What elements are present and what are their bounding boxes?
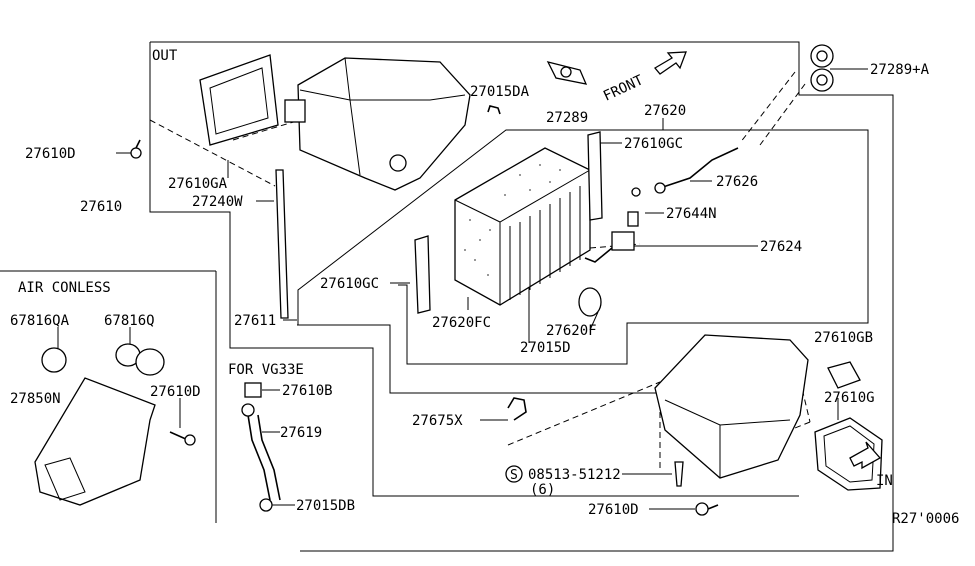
nut-27610b: [244, 382, 262, 398]
label-27610gc-top: 27610GC: [624, 136, 683, 152]
label-27624: 27624: [760, 239, 802, 255]
labels: OUT 27289+A 27015DA 27289 FRONT 27620 27…: [10, 48, 959, 527]
pipe-27626: [631, 147, 739, 197]
label-air-conless: AIR CONLESS: [18, 280, 111, 296]
label-27015d: 27015D: [520, 340, 571, 356]
label-27850n: 27850N: [10, 391, 61, 407]
label-27610gb: 27610GB: [814, 330, 873, 346]
label-27610gc-mid: 27610GC: [320, 276, 379, 292]
frame-lines: [0, 41, 894, 552]
label-out: OUT: [152, 48, 178, 64]
duct-27850n: [34, 377, 156, 506]
grommet-27289: [546, 61, 588, 85]
label-27610: 27610: [80, 199, 122, 215]
label-27619: 27619: [280, 425, 322, 441]
screw-27610d-left: [169, 431, 196, 446]
label-27620f: 27620F: [546, 323, 597, 339]
label-27610g: 27610G: [824, 390, 875, 406]
seal-strip-27240w: [275, 169, 289, 319]
label-67816q: 67816Q: [104, 313, 155, 329]
expansion-valve-27624: [584, 231, 635, 263]
label-bolt-qty: (6): [530, 482, 555, 498]
clip-27015db: [259, 498, 273, 512]
label-27620: 27620: [644, 103, 686, 119]
label-27626: 27626: [716, 174, 758, 190]
filter-27620f: [578, 287, 602, 317]
label-27610ga: 27610GA: [168, 176, 228, 192]
clip-27675x: [507, 397, 527, 421]
label-27289a: 27289+A: [870, 62, 930, 78]
grommets-27289a: [810, 44, 834, 92]
hose-27619: [241, 403, 281, 501]
cap-67816qa: [41, 347, 67, 373]
label-27610d-bottom: 27610D: [588, 502, 639, 518]
clip-27015da: [487, 105, 501, 115]
pad-27610gb: [827, 361, 861, 389]
label-27240w: 27240W: [192, 194, 243, 210]
label-27289: 27289: [546, 110, 588, 126]
label-front: FRONT: [601, 72, 646, 105]
seal-27610gc-top: [587, 131, 603, 221]
upper-case: [284, 57, 471, 191]
label-27644n: 27644N: [666, 206, 717, 222]
evaporator-core: [454, 147, 591, 306]
out-filter-frame: [199, 54, 279, 146]
bolt-08513: [505, 461, 684, 487]
lower-case: [654, 334, 809, 479]
label-ref-code: R27'0006: [892, 511, 959, 527]
label-27610d-left: 27610D: [150, 384, 201, 400]
label-for-vg33e: FOR VG33E: [228, 362, 304, 378]
front-arrow: [654, 51, 687, 75]
screw-27610d-top: [130, 139, 142, 159]
seal-27610gc-mid: [414, 235, 431, 314]
sensor-27644n: [627, 211, 639, 227]
label-bolt: 08513-51212: [528, 467, 621, 483]
screw-27610d-bottom: [695, 502, 719, 516]
cap-67816q: [115, 343, 165, 376]
label-27610d-top: 27610D: [25, 146, 76, 162]
label-27015db: 27015DB: [296, 498, 355, 514]
in-filter-frame: [814, 417, 883, 491]
label-27620fc: 27620FC: [432, 315, 491, 331]
label-67816qa: 67816QA: [10, 313, 70, 329]
label-27611: 27611: [234, 313, 276, 329]
label-27015da: 27015DA: [470, 84, 530, 100]
label-bolt-symbol: S: [510, 468, 518, 483]
label-27675x: 27675X: [412, 413, 463, 429]
label-27610b: 27610B: [282, 383, 333, 399]
label-in: IN: [876, 473, 893, 489]
